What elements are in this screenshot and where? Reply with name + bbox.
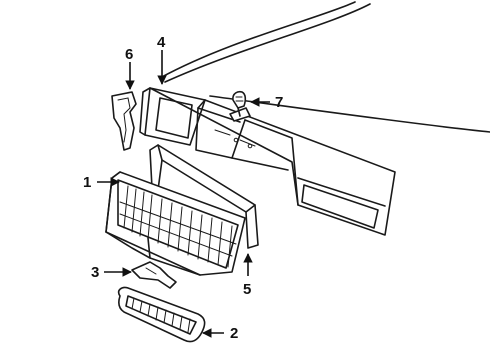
lower-grille-part-2 — [117, 286, 206, 343]
callout-1: 1 — [83, 174, 91, 191]
callout-4: 4 — [157, 34, 166, 51]
retainer-part-3 — [131, 261, 177, 289]
leader-lines — [97, 50, 270, 338]
callout-6: 6 — [125, 46, 133, 63]
hood-ornament-part-7 — [229, 90, 251, 122]
header-panel-part-4 — [139, 87, 396, 236]
callout-5: 5 — [243, 281, 251, 298]
bezel-part-6 — [111, 91, 137, 151]
callout-2: 2 — [230, 325, 238, 342]
grille-part-1 — [105, 171, 246, 276]
callout-7: 7 — [275, 94, 283, 111]
callout-3: 3 — [91, 264, 99, 281]
callout-labels: 1 2 3 4 5 6 7 — [83, 34, 283, 342]
